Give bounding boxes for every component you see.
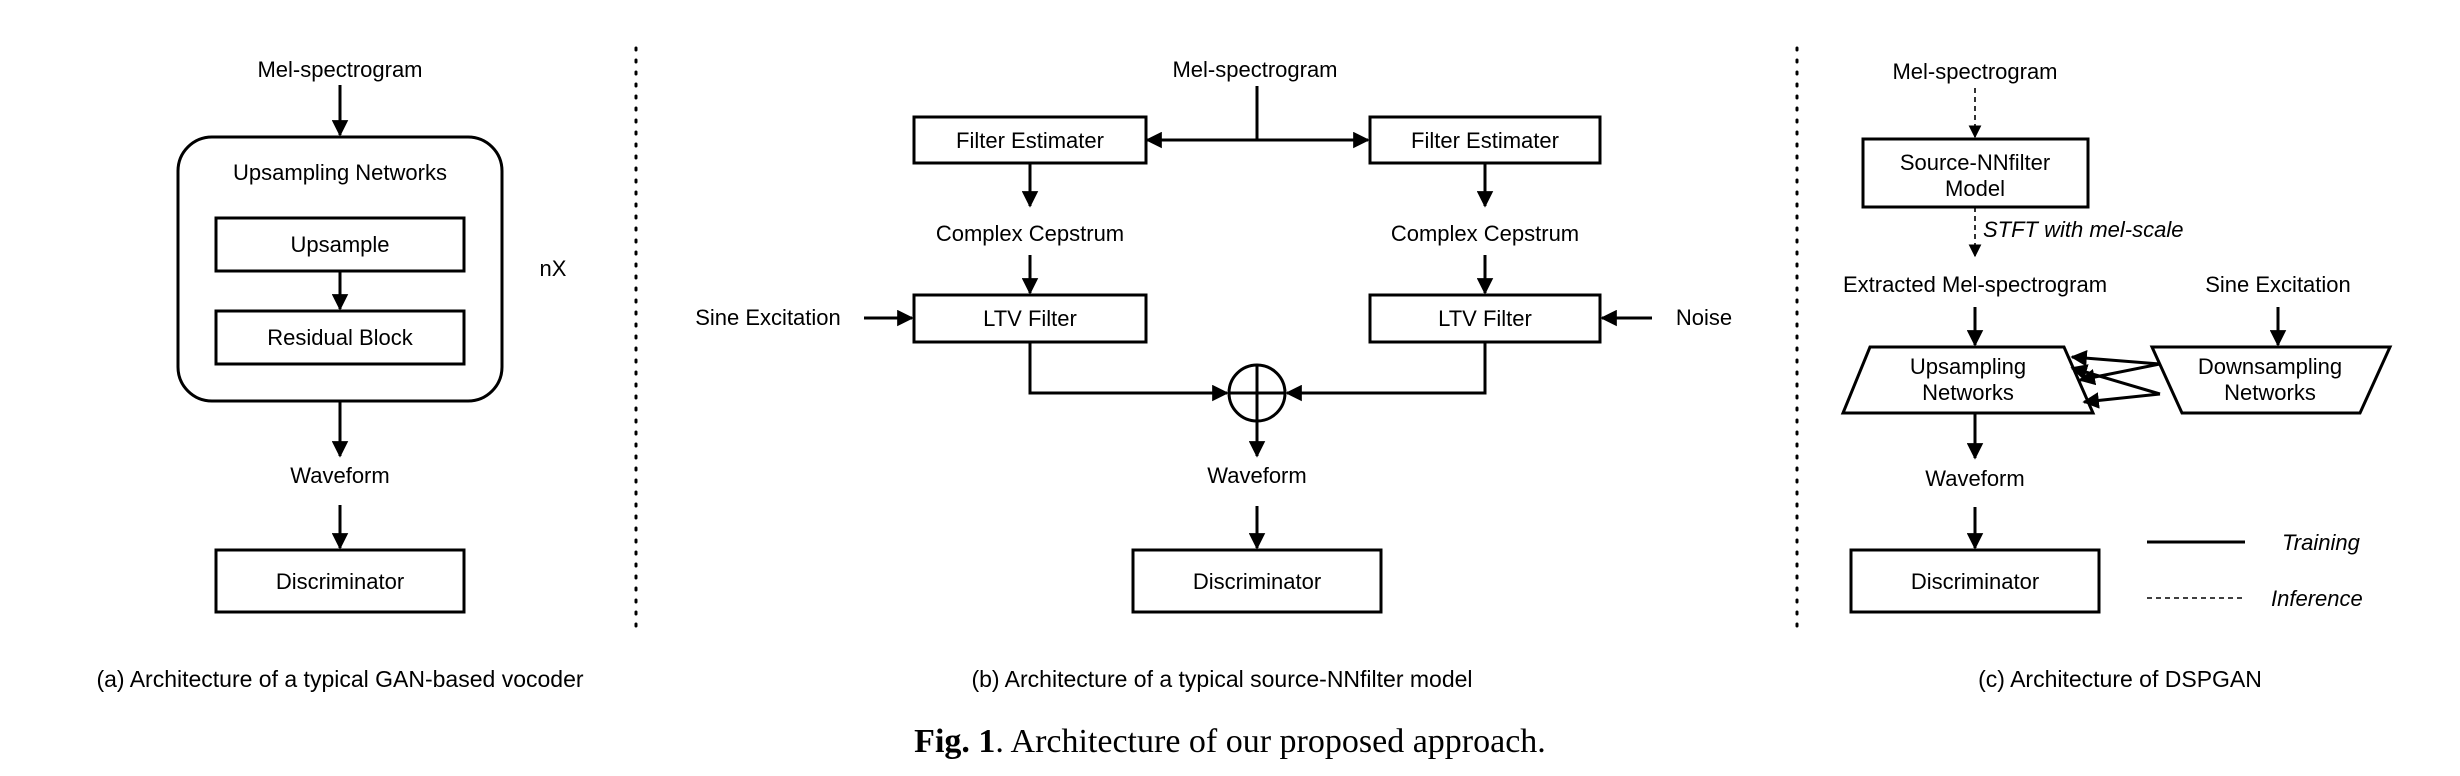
panel-b-waveform-label: Waveform [1207, 463, 1306, 488]
panel-a: Mel-spectrogram Upsampling Networks Upsa… [96, 57, 583, 692]
panel-b-caption: (b) Architecture of a typical source-NNf… [971, 666, 1472, 692]
noise-label: Noise [1676, 305, 1732, 330]
panel-b-input-label: Mel-spectrogram [1172, 57, 1337, 82]
source-nnfilter-model-line2: Model [1945, 176, 2005, 201]
downsampling-networks-line2: Networks [2224, 380, 2316, 405]
down-to-up-connector-3 [2070, 364, 2161, 396]
residual-block-label: Residual Block [267, 325, 414, 350]
ltv-filter-left-label: LTV Filter [983, 306, 1077, 331]
complex-cepstrum-right-label: Complex Cepstrum [1391, 221, 1579, 246]
repeat-nx-label: nX [540, 256, 567, 281]
downsampling-networks-line1: Downsampling [2198, 354, 2342, 379]
upsample-block [214, 216, 466, 273]
downsampling-networks-block [2149, 345, 2393, 415]
panel-b-discriminator-label: Discriminator [1193, 569, 1321, 594]
ltv-filter-right-label: LTV Filter [1438, 306, 1532, 331]
panel-c-caption: (c) Architecture of DSPGAN [1978, 666, 2262, 692]
left-ltv-to-sum-arrow [1028, 342, 1229, 402]
legend-inference-label: Inference [2271, 586, 2363, 611]
complex-cepstrum-left-label: Complex Cepstrum [936, 221, 1124, 246]
filter-estimator-right-label: Filter Estimater [1411, 128, 1559, 153]
panel-c-waveform-label: Waveform [1925, 466, 2024, 491]
source-nnfilter-model-line1: Source-NNfilter [1900, 150, 2050, 175]
panel-c-input-label: Mel-spectrogram [1892, 59, 2057, 84]
upsampling-networks-line1: Upsampling [1910, 354, 2026, 379]
panel-a-discriminator-block [214, 548, 466, 614]
upsampling-networks-title: Upsampling Networks [233, 160, 447, 185]
panel-c-discriminator-label: Discriminator [1911, 569, 2039, 594]
figure-number: Fig. 1 [914, 723, 995, 760]
down-to-up-connector-1 [2070, 349, 2161, 367]
panel-c-discriminator-block [1849, 548, 2101, 614]
panel-a-waveform-label: Waveform [290, 463, 389, 488]
stft-mel-scale-label: STFT with mel-scale [1983, 217, 2183, 242]
down-to-up-connector-2 [2078, 362, 2161, 386]
panel-b-discriminator-block [1131, 548, 1383, 614]
panel-c-sine-excitation-label: Sine Excitation [2205, 272, 2351, 297]
legend-training-label: Training [2282, 530, 2361, 555]
right-ltv-to-sum-arrow [1285, 342, 1487, 402]
filter-estimator-left-block [912, 115, 1148, 165]
figure-caption: Fig. 1. Architecture of our proposed app… [914, 723, 1546, 760]
panel-a-discriminator-label: Discriminator [276, 569, 404, 594]
upsampling-networks-block [1840, 345, 2096, 415]
filter-estimator-left-label: Filter Estimater [956, 128, 1104, 153]
filter-estimator-right-block [1368, 115, 1602, 165]
down-to-up-connector-4 [2082, 392, 2161, 409]
extracted-mel-spectrogram-label: Extracted Mel-spectrogram [1843, 272, 2107, 297]
panel-a-input-label: Mel-spectrogram [257, 57, 422, 82]
upsample-label: Upsample [290, 232, 389, 257]
upsampling-networks-line2: Networks [1922, 380, 2014, 405]
figure-title: . Architecture of our proposed approach. [995, 723, 1545, 760]
sine-excitation-label: Sine Excitation [695, 305, 841, 330]
panel-c: Mel-spectrogram Source-NNfilter Model ST… [1840, 59, 2393, 692]
panel-a-caption: (a) Architecture of a typical GAN-based … [96, 666, 583, 692]
panel-b: Mel-spectrogram Filter Estimater Filter … [695, 57, 1732, 692]
residual-block [214, 309, 466, 366]
